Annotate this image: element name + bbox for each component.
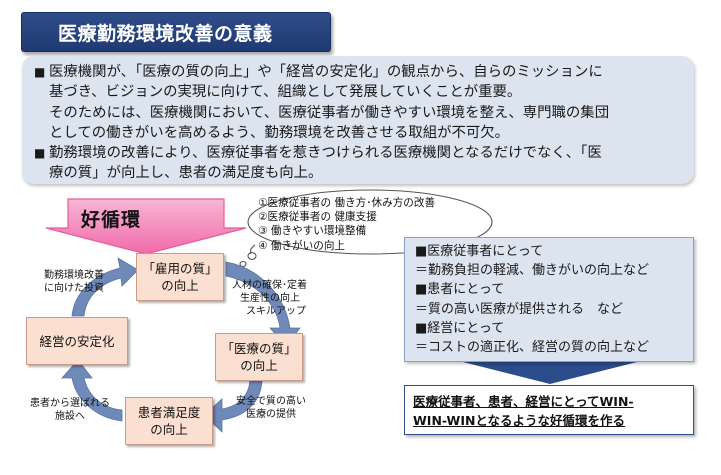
benefit-detail: ＝コストの適正化、経営の質の向上など [415, 340, 650, 356]
bubble-item: ③ 働きやすい環境整備 [258, 225, 367, 238]
benefit-heading: ■患者にとって [415, 282, 505, 298]
node-patient-satisfaction: 患者満足度 の向上 [125, 397, 213, 445]
intro-point-2: そのためには、医療機関において、医療従事者が働きやすい環境を整え、専門職の集団 [49, 104, 610, 121]
intro-box: ■医療機関が、「医療の質の向上」や「経営の安定化」の観点から、自らのミッションに… [22, 56, 694, 184]
page-title: 医療勤務環境改善の意義 [21, 12, 331, 52]
down-arrow-icon [455, 360, 645, 384]
bullet-icon: ■ [34, 65, 46, 79]
bullet-icon: ■ [34, 146, 46, 161]
conclusion-box: 医療従事者、患者、経営にとってWIN- WIN-WINとなるような好循環を作る [404, 385, 694, 435]
kojunkan-label: 好循環 [81, 209, 142, 231]
label-safe-care: 安全で質の高い 医療の提供 [236, 396, 306, 420]
bubble-item: ②医療従事者の 健康支援 [258, 211, 377, 224]
benefit-detail: ＝質の高い医療が提供される など [415, 301, 624, 317]
benefit-heading: ■経営にとって [415, 320, 505, 336]
benefit-detail: ＝勤務負担の軽減、働きがいの向上など [415, 263, 650, 279]
intro-point-3: ■勤務環境の改善により、医療従事者を惹きつけられる医療機関となるだけでなく、「医 [34, 143, 682, 163]
label-investment: 勤務環境改善 に向けた投資 [44, 270, 104, 294]
node-koyou-quality: 「雇用の質」 の向上 [136, 253, 224, 301]
label-chosen-facility: 患者から選ばれる 施設へ [30, 398, 110, 422]
bubble-item: ①医療従事者の 働き方･休み方の改善 [258, 197, 436, 209]
kojunkan-arrow-icon [45, 198, 247, 255]
bubble-list: ①医療従事者の 働き方･休み方の改善 ②医療従事者の 健康支援 ③ 働きやすい環… [258, 196, 498, 253]
bubble-item: ④ 働きがいの向上 [258, 239, 346, 252]
intro-point-1: ■医療機関が、「医療の質の向上」や「経営の安定化」の観点から、自らのミッションに [34, 62, 682, 82]
node-iryou-quality: 「医療の質」 の向上 [215, 333, 303, 381]
label-human-resources: 人材の確保･定着 生産性の向上 スキルアップ [232, 280, 307, 317]
benefit-heading: ■医療従事者にとって [415, 244, 544, 259]
node-management-stability: 経営の安定化 [26, 317, 128, 365]
benefits-box: ■医療従事者にとって ＝勤務負担の軽減、働きがいの向上など ■患者にとって ＝質… [404, 237, 694, 362]
kojunkan-badge: 好循環 [66, 196, 236, 254]
